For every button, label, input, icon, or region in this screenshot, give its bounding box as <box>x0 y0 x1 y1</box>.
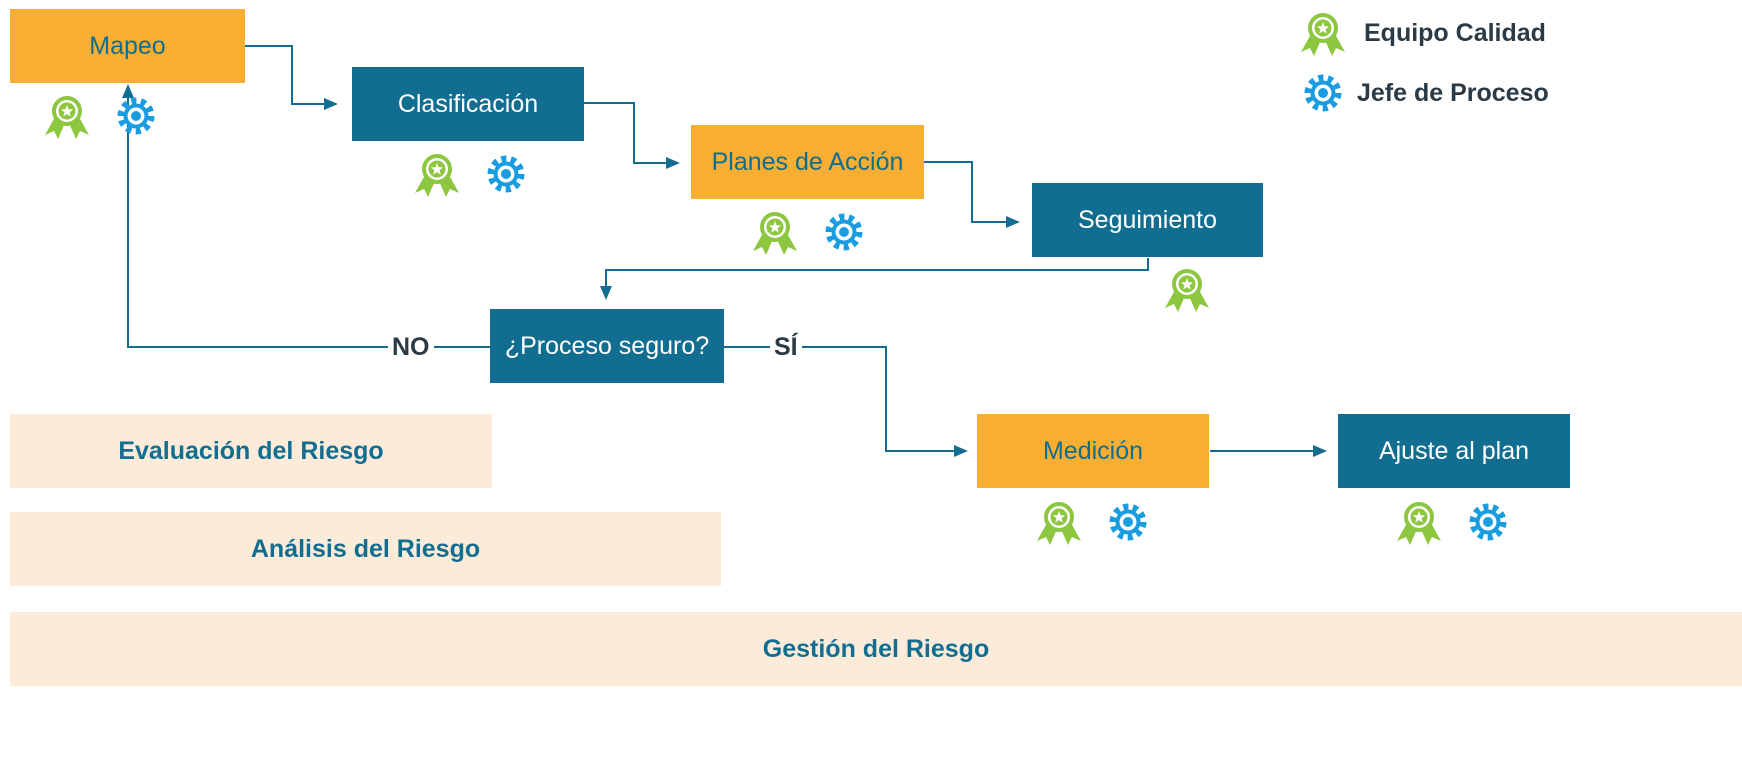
band-analisis-label: Análisis del Riesgo <box>250 534 481 563</box>
node-mapeo-label: Mapeo <box>89 31 166 60</box>
band-gestion-label: Gestión del Riesgo <box>762 634 990 663</box>
node-mapeo: Mapeo <box>10 9 245 83</box>
gear-icon <box>1469 503 1507 541</box>
roles-medicion <box>1032 499 1148 545</box>
roles-ajuste-al-plan <box>1392 499 1508 545</box>
arrow-mapeo-clasificacion <box>244 45 338 110</box>
branch-label-no: NO <box>388 332 434 362</box>
node-clasificacion-label: Clasificación <box>397 89 539 118</box>
arrow-clasificacion-planes <box>584 102 680 169</box>
legend-quality-label: Equipo Calidad <box>1364 18 1546 47</box>
branch-label-si: SÍ <box>770 332 802 362</box>
node-clasificacion: Clasificación <box>352 67 584 141</box>
award-ribbon-star-icon <box>1397 502 1441 545</box>
roles-planes-de-accion <box>748 209 864 255</box>
arrow-seguimiento-decision <box>600 258 1149 300</box>
award-ribbon-star-icon <box>45 96 89 139</box>
node-ajuste-label: Ajuste al plan <box>1378 436 1530 465</box>
node-decision: ¿Proceso seguro? <box>490 309 724 383</box>
gear-icon <box>487 155 525 193</box>
roles-mapeo <box>40 93 156 139</box>
gear-icon <box>825 213 863 251</box>
node-medicion: Medición <box>977 414 1209 488</box>
node-ajuste-al-plan: Ajuste al plan <box>1338 414 1570 488</box>
node-seguimiento-label: Seguimiento <box>1078 205 1217 234</box>
band-analisis-del-riesgo: Análisis del Riesgo <box>10 512 721 586</box>
roles-clasificacion <box>410 151 526 197</box>
node-medicion-label: Medición <box>1042 436 1144 465</box>
gear-icon <box>117 97 155 135</box>
node-planes-de-accion: Planes de Acción <box>691 125 924 199</box>
band-gestion-del-riesgo: Gestión del Riesgo <box>10 612 1742 686</box>
node-planes-label: Planes de Acción <box>711 147 904 176</box>
legend-owner-label: Jefe de Proceso <box>1357 78 1549 107</box>
gear-icon <box>1109 503 1147 541</box>
arrow-planes-seguimiento <box>924 161 1020 228</box>
legend-jefe-de-proceso: Jefe de Proceso <box>1303 73 1549 113</box>
award-ribbon-star-icon <box>1165 269 1209 312</box>
band-evaluacion-del-riesgo: Evaluación del Riesgo <box>10 414 492 488</box>
arrow-decision-si-medicion <box>724 346 968 457</box>
award-ribbon-star-icon <box>1301 13 1345 56</box>
band-evaluacion-label: Evaluación del Riesgo <box>118 436 384 465</box>
node-decision-label: ¿Proceso seguro? <box>504 331 710 360</box>
award-ribbon-star-icon <box>753 212 797 255</box>
award-ribbon-star-icon <box>1037 502 1081 545</box>
roles-seguimiento <box>1160 266 1214 312</box>
legend-equipo-calidad: Equipo Calidad <box>1296 10 1546 56</box>
gear-icon <box>1304 74 1342 112</box>
node-seguimiento: Seguimiento <box>1032 183 1263 257</box>
arrow-decision-no-mapeo <box>122 84 490 348</box>
award-ribbon-star-icon <box>415 154 459 197</box>
